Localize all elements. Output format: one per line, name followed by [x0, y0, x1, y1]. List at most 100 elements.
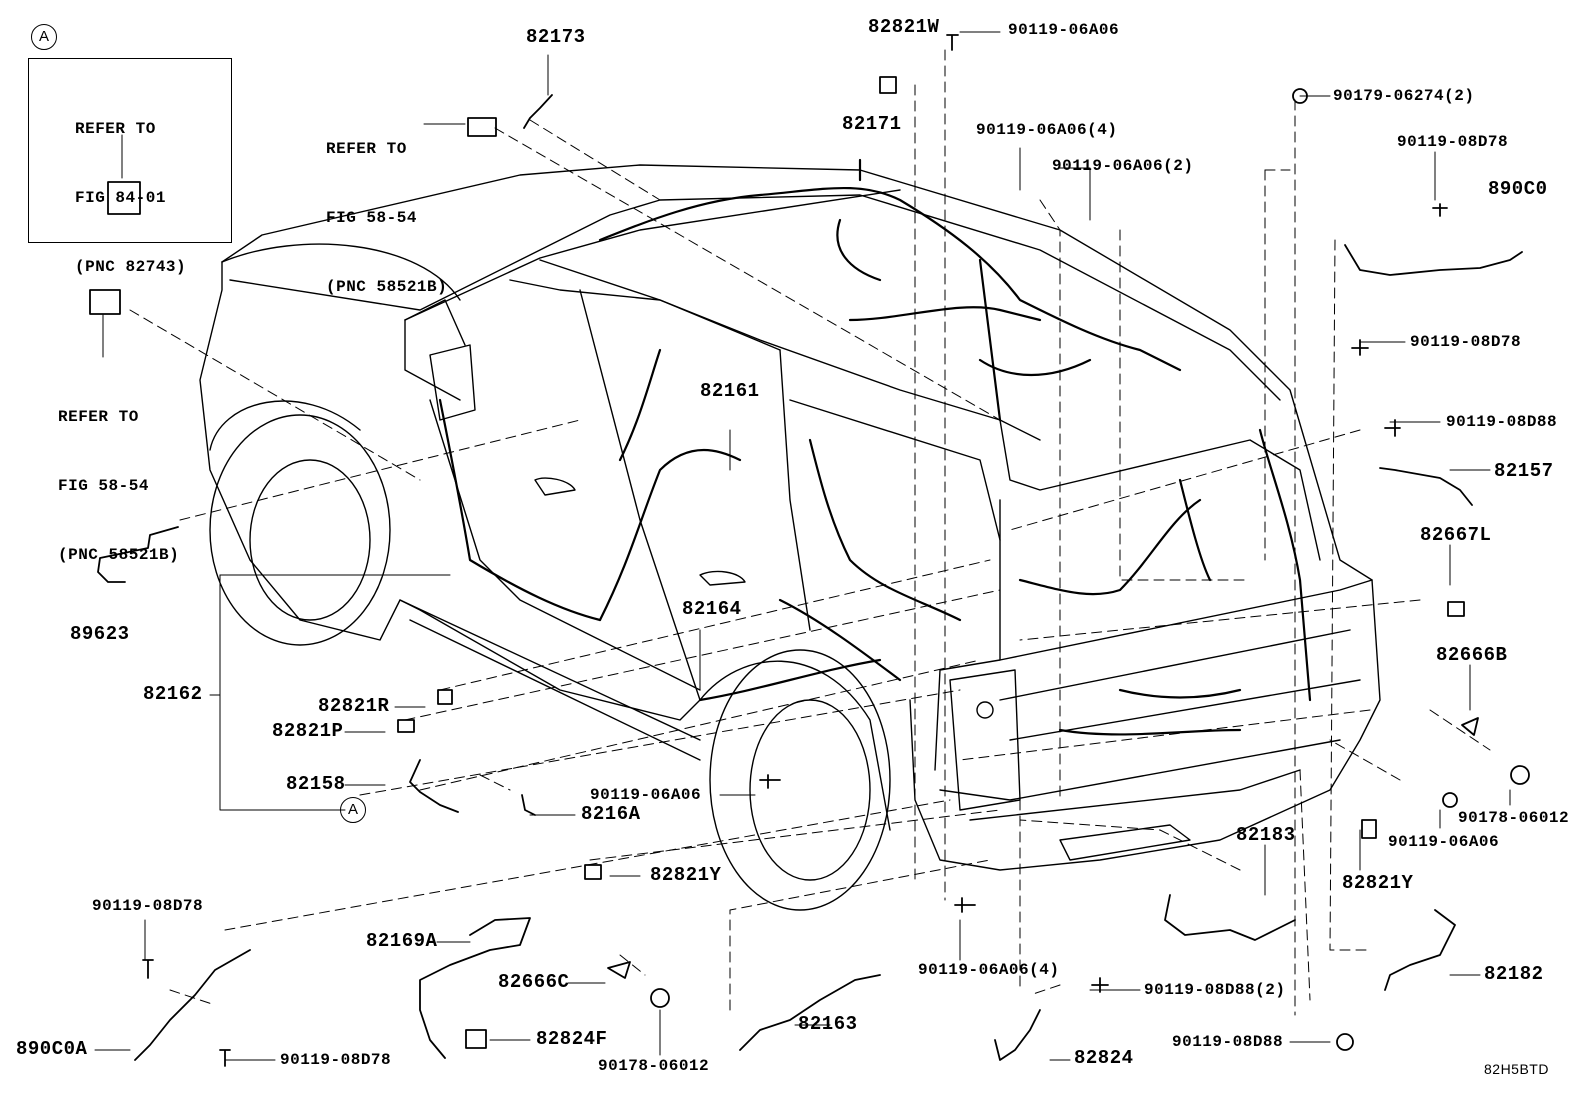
bolt-08D88-2	[1091, 977, 1109, 993]
label-90119-06A06-2: 90119-06A06(2)	[1052, 157, 1194, 175]
grommet-06012-l	[650, 988, 670, 1008]
connector-8216A	[521, 794, 536, 816]
label-890C0: 890C0	[1488, 178, 1548, 200]
bolt-06A06-r	[1442, 792, 1458, 808]
bolt-08D78-l2	[219, 1049, 231, 1067]
label-82164: 82164	[682, 598, 742, 620]
label-90119-06A06-top: 90119-06A06	[1008, 21, 1120, 39]
bolt-08D78-b	[1351, 339, 1369, 356]
bracket-82666C	[607, 961, 631, 979]
sensor-82824	[994, 1009, 1041, 1061]
bolt-08D88	[1384, 419, 1401, 437]
label-90119-08D78-l2: 90119-08D78	[280, 1051, 392, 1069]
vehicle-body	[199, 164, 1381, 911]
inset-part	[107, 181, 141, 215]
label-82163: 82163	[798, 1013, 858, 1035]
bolt-08D78-l1	[142, 959, 154, 979]
ref-top-line-2: FIG 58-54	[326, 209, 417, 227]
ref-left-line-2: FIG 58-54	[58, 477, 149, 495]
connector-82821Y-r	[1361, 819, 1377, 839]
bracket-ref-top	[467, 117, 497, 137]
inset-box	[28, 58, 232, 243]
label-90119-08D88-2: 90119-08D88(2)	[1144, 981, 1286, 999]
label-90119-08D88-b: 90119-08D88	[1172, 1033, 1284, 1051]
nut-06274	[1292, 88, 1308, 104]
label-82666B: 82666B	[1436, 644, 1508, 666]
label-82171: 82171	[842, 113, 902, 135]
label-82182: 82182	[1484, 963, 1544, 985]
harness-82169A	[419, 917, 531, 1059]
figure-code: 82H5BTD	[1484, 1061, 1549, 1077]
label-90119-08D88-r: 90119-08D88	[1446, 413, 1558, 431]
roof-harness	[598, 158, 1182, 422]
ref-left-line-1: REFER TO	[58, 408, 139, 426]
label-82824F: 82824F	[536, 1028, 608, 1050]
label-82169A: 82169A	[366, 930, 438, 952]
label-82821P: 82821P	[272, 720, 344, 742]
inset-ref-line-3: (PNC 82743)	[75, 258, 187, 276]
label-90119-06A06-4-bot: 90119-06A06(4)	[918, 961, 1060, 979]
connector-82821R	[437, 689, 453, 705]
label-90179-06274-2: 90179-06274(2)	[1333, 87, 1475, 105]
bracket-ref-left	[89, 289, 121, 315]
grommet-06012-r	[1510, 765, 1530, 785]
connector-82824F	[465, 1029, 487, 1049]
label-90178-06012-r: 90178-06012	[1458, 809, 1570, 827]
harness-82163	[739, 974, 881, 1051]
sensor-82173	[523, 94, 553, 129]
connector-82821Y-l	[584, 864, 602, 880]
label-82824: 82824	[1074, 1047, 1134, 1069]
connector-82821W	[879, 76, 897, 94]
callout-a: A	[340, 797, 366, 823]
label-82821Y-r: 82821Y	[1342, 872, 1414, 894]
ref-left: REFER TO FIG 58-54 (PNC 58521B)	[58, 360, 179, 590]
ref-top-line-3: (PNC 58521B)	[326, 278, 448, 296]
bolt-06A06-mid	[759, 774, 781, 789]
label-89623: 89623	[70, 623, 130, 645]
harness-82183	[1164, 894, 1296, 941]
inset-ref: REFER TO FIG 84-01 (PNC 82743)	[75, 72, 186, 302]
body-harness	[438, 348, 1312, 736]
label-90178-06012-l: 90178-06012	[598, 1057, 710, 1075]
label-890C0A: 890C0A	[16, 1038, 88, 1060]
sensor-82158	[409, 759, 459, 813]
ref-top: REFER TO FIG 58-54 (PNC 58521B)	[326, 92, 447, 322]
label-82666C: 82666C	[498, 971, 570, 993]
label-90119-06A06-mid: 90119-06A06	[590, 786, 702, 804]
label-8216A: 8216A	[581, 803, 641, 825]
label-82667L: 82667L	[1420, 524, 1492, 546]
inset-ref-line-2: FIG 84-01	[75, 189, 166, 207]
ref-top-line-1: REFER TO	[326, 140, 407, 158]
label-90119-08D78-r2: 90119-08D78	[1410, 333, 1522, 351]
connector-82667L	[1447, 601, 1465, 617]
label-82162: 82162	[143, 683, 203, 705]
label-82161: 82161	[700, 380, 760, 402]
bracket-82666B	[1461, 717, 1479, 736]
label-82157: 82157	[1494, 460, 1554, 482]
parts	[89, 34, 1530, 1067]
sensor-89623	[97, 526, 179, 583]
inset-ref-line-1: REFER TO	[75, 120, 156, 138]
inset-callout: A	[31, 24, 57, 50]
label-90119-08D78-l1: 90119-08D78	[92, 897, 204, 915]
bolt-08D88-b	[1336, 1033, 1354, 1051]
label-90119-08D78-r1: 90119-08D78	[1397, 133, 1509, 151]
label-82183: 82183	[1236, 824, 1296, 846]
label-82821R: 82821R	[318, 695, 390, 717]
label-leaders	[94, 31, 1511, 1061]
connector-82821P	[397, 719, 415, 733]
bolt-06A06-bot	[954, 897, 976, 913]
label-82158: 82158	[286, 773, 346, 795]
sensor-82157	[1379, 467, 1473, 506]
bolt-08D78	[1432, 203, 1448, 217]
label-82821Y-l: 82821Y	[650, 864, 722, 886]
label-82821W: 82821W	[868, 16, 940, 38]
ref-left-line-3: (PNC 58521B)	[58, 546, 180, 564]
bolt-top-icon	[946, 34, 959, 51]
harness-890C0A	[134, 949, 251, 1061]
label-90119-06A06-r: 90119-06A06	[1388, 833, 1500, 851]
harness-890C0	[1344, 244, 1523, 276]
harness-82182	[1384, 909, 1456, 991]
label-90119-06A06-4-top: 90119-06A06(4)	[976, 121, 1118, 139]
